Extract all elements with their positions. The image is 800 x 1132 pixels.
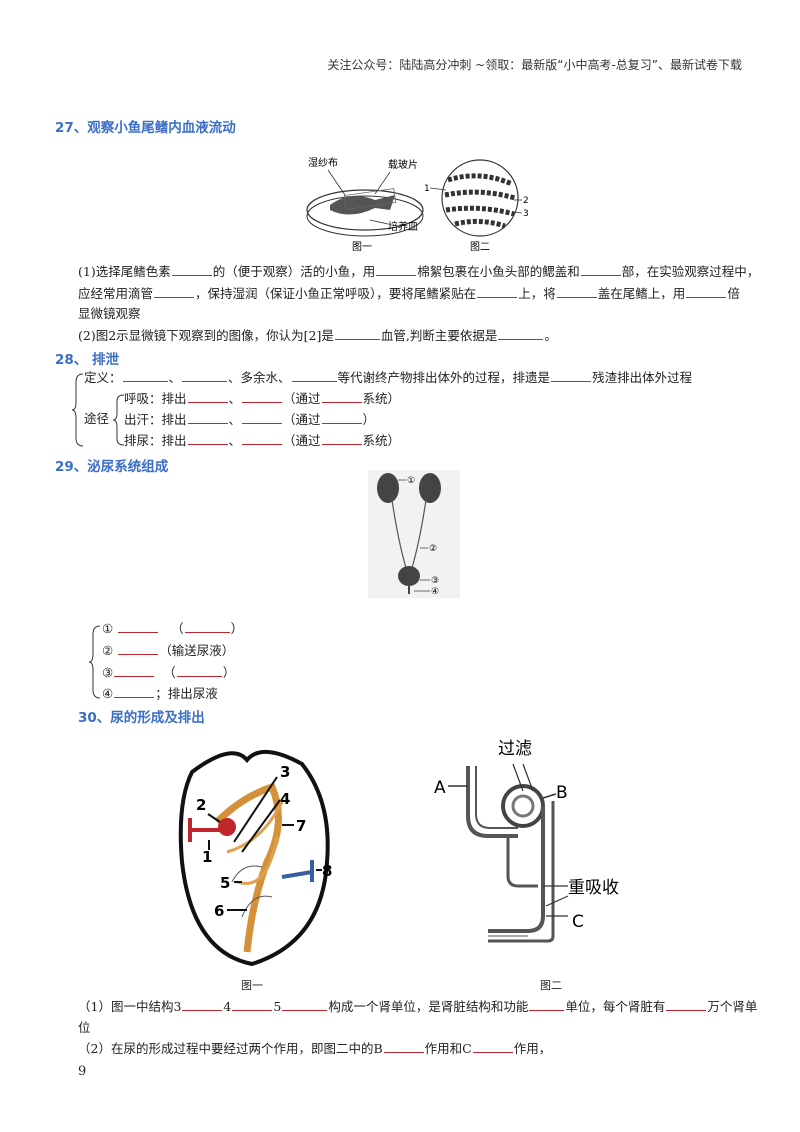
route-sweating: 出汗：排出、（通过） (124, 412, 376, 427)
nephron-label-3: 3 (280, 763, 290, 781)
fish-experiment-figure: 湿纱布 载玻片 培养皿 图一 1 2 3 图二 (306, 157, 529, 253)
fig30-caption-1: 图一 (241, 979, 263, 992)
urine-formation-figure: A B C 过滤 重吸收 (434, 739, 619, 943)
nephron-label-1: 1 (202, 848, 212, 866)
fig30b-label-reabsorb: 重吸收 (568, 878, 619, 898)
q27-1-line3: 显微镜观察 (78, 306, 141, 321)
section-27-title: 27、观察小鱼尾鳍内血液流动 (55, 120, 236, 136)
nephron-label-2: 2 (196, 796, 206, 814)
fig27b-label-2: 2 (523, 196, 529, 206)
nephron-label-6: 6 (214, 902, 224, 920)
urinary-item-4: ④；排出尿液 (102, 686, 218, 701)
urinary-system-figure: ① ② ③ ④ (368, 470, 460, 598)
fig30b-label-c: C (572, 912, 584, 932)
fig27-caption-2: 图二 (470, 241, 490, 253)
nephron-label-8: 8 (322, 862, 332, 880)
page-header: 关注公众号：陆陆高分冲刺 ~领取：最新版“小中高考-总复习”、最新试卷下载 (327, 58, 742, 72)
q27-2-line: (2)图2示显微镜下观察到的图像，你认为[2]是血管,判断主要依据是。 (78, 328, 557, 343)
page-number: 9 (78, 1064, 87, 1079)
fig30b-label-a: A (434, 778, 446, 798)
q27-1-line2: 应经常用滴管，保持湿润（保证小鱼正常呼吸），要将尾鳍紧贴在上，将盖在尾鳍上，用倍 (78, 286, 740, 301)
fig30b-label-b: B (556, 783, 568, 803)
nephron-figure: 1 2 3 4 5 6 7 8 (178, 749, 332, 967)
fig27-label-slide: 载玻片 (388, 158, 418, 171)
fig27b-label-3: 3 (523, 209, 529, 219)
route-urination: 排尿：排出、（通过系统） (124, 433, 401, 448)
nephron-label-4: 4 (280, 790, 290, 808)
section-28-title: 28、 排泄 (55, 352, 119, 368)
brace-28 (72, 373, 84, 447)
urinary-label-2: ② (429, 544, 437, 554)
urinary-label-3: ③ (431, 576, 439, 586)
urinary-item-3: ③ （） (102, 665, 236, 680)
q27-1-line1: (1)选择尾鳍色素的（便于观察）活的小鱼，用棉絮包裹在小鱼头部的鳃盖和部，在实验… (78, 264, 760, 279)
excretion-definition: 定义：、、多余水、等代谢终产物排出体外的过程，排遗是残渣排出体外过程 (84, 370, 693, 385)
fig27-caption-1: 图一 (352, 241, 372, 253)
urinary-label-1: ① (407, 476, 415, 486)
excretion-route-label: 途径 (84, 411, 110, 426)
fig27-label-wet-gauze: 湿纱布 (308, 157, 338, 169)
q30-1-line2: 位 (78, 1020, 91, 1035)
urinary-label-4: ④ (431, 587, 439, 597)
fig27-label-dish: 培养皿 (388, 220, 418, 233)
urinary-item-2: ② （输送尿液） (102, 643, 235, 658)
urinary-item-1: ① （） (102, 621, 244, 636)
brace-28-routes (113, 394, 125, 446)
section-30-title: 30、尿的形成及排出 (78, 710, 205, 726)
route-breathing: 呼吸：排出、（通过系统） (124, 391, 401, 406)
section-29-title: 29、泌尿系统组成 (55, 459, 169, 475)
fig30-caption-2: 图二 (540, 979, 562, 992)
fig30b-label-filter: 过滤 (498, 739, 532, 759)
nephron-label-5: 5 (220, 874, 230, 892)
fig27b-label-1: 1 (424, 184, 430, 194)
brace-29 (89, 625, 101, 699)
nephron-label-7: 7 (296, 817, 306, 835)
